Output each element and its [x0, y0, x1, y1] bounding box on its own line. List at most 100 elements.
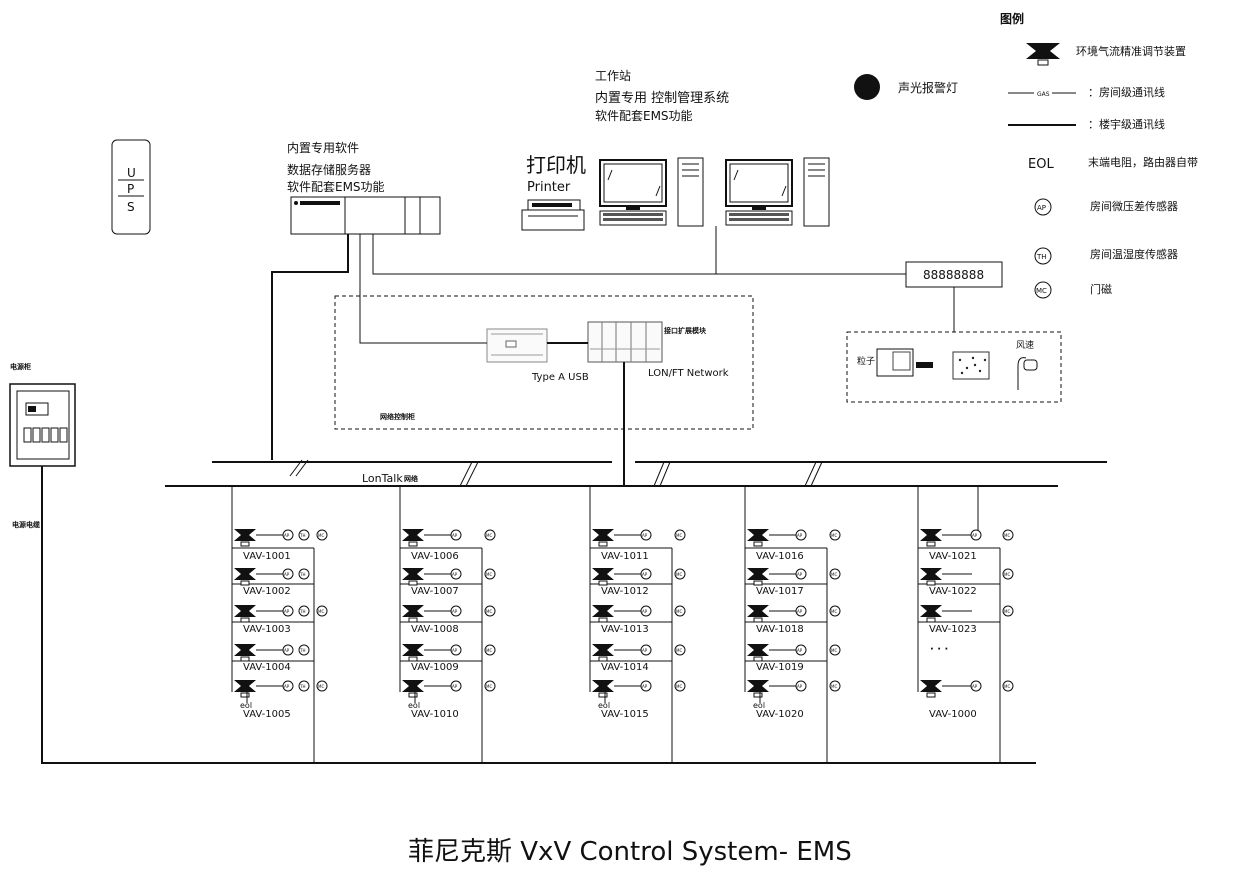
pressure-sensor-icon: AP	[450, 568, 462, 580]
door-contact-icon: MC	[484, 568, 496, 580]
legend: 图例 环境气流精准调节装置 GAS ：房间级通讯线 ：楼宇级通讯线 EOL 末端…	[1000, 11, 1198, 299]
temp-humidity-sensor-icon: TH	[298, 605, 310, 617]
svg-text:MC: MC	[831, 572, 837, 577]
damper-icon	[920, 605, 942, 623]
svg-text:AP: AP	[642, 648, 648, 653]
lon-network-label: LON/FT Network	[648, 368, 729, 379]
vav-tag-label: VAV-1023	[929, 624, 977, 635]
vav-tag-label: VAV-1013	[601, 624, 649, 635]
damper-icon	[920, 529, 942, 547]
svg-text:AP: AP	[452, 648, 458, 653]
door-contact-icon: MC	[484, 605, 496, 617]
svg-text:AP: AP	[452, 609, 458, 614]
wind-speed-sensor-icon	[1017, 357, 1038, 390]
damper-icon	[920, 568, 942, 586]
vav-tag-label: VAV-1007	[411, 586, 459, 597]
svg-text:MC: MC	[486, 572, 492, 577]
svg-text:MC: MC	[486, 684, 492, 689]
svg-text:AP: AP	[1037, 204, 1046, 212]
damper-icon	[1026, 43, 1060, 66]
svg-text:TH: TH	[299, 533, 305, 538]
svg-text:MC: MC	[318, 684, 324, 689]
svg-text:MC: MC	[486, 648, 492, 653]
pressure-sensor-icon: AP	[450, 529, 462, 541]
vav-tag-label: VAV-1014	[601, 662, 649, 673]
svg-text:AP: AP	[452, 572, 458, 577]
svg-text:S: S	[127, 200, 135, 214]
svg-text:MC: MC	[831, 684, 837, 689]
printer-label-cn: 打印机	[526, 153, 586, 177]
damper-icon	[747, 568, 769, 586]
svg-text:MC: MC	[676, 533, 682, 538]
svg-text:AP: AP	[972, 684, 978, 689]
pressure-sensor-icon: AP	[1034, 198, 1052, 216]
vav-tag-label: VAV-1021	[929, 551, 977, 562]
svg-text:MC: MC	[831, 648, 837, 653]
door-contact-icon: MC	[1002, 680, 1014, 692]
server-line2: 数据存储服务器	[287, 162, 371, 177]
pressure-sensor-icon: AP	[795, 680, 807, 692]
pressure-sensor-icon: AP	[282, 568, 294, 580]
legend-pressure-label: 房间微压差传感器	[1090, 199, 1178, 213]
printer-label-en: Printer	[527, 180, 571, 195]
pressure-sensor-icon: AP	[640, 644, 652, 656]
vav-tag-label: VAV-1004	[243, 662, 291, 673]
svg-text:TH: TH	[299, 648, 305, 653]
door-contact-icon: MC	[829, 644, 841, 656]
svg-text:AP: AP	[642, 609, 648, 614]
pressure-sensor-icon: AP	[640, 529, 652, 541]
vav-tag-label: VAV-1001	[243, 551, 291, 562]
diagram-caption: 菲尼克斯 VxV Control System- EMS	[408, 837, 852, 867]
legend-damper-label: 环境气流精准调节装置	[1076, 44, 1186, 58]
svg-text:MC: MC	[1004, 684, 1010, 689]
pressure-sensor-icon: AP	[970, 529, 982, 541]
svg-text:MC: MC	[486, 533, 492, 538]
door-contact-icon: MC	[829, 529, 841, 541]
wind-label: 风速	[1016, 340, 1034, 351]
damper-icon	[592, 644, 614, 662]
power-cable-label: 电源电缆	[12, 520, 40, 529]
pressure-sensor-icon: AP	[450, 644, 462, 656]
legend-floor-bus-label: ：楼宇级通讯线	[1088, 117, 1165, 131]
pressure-sensor-icon: AP	[640, 568, 652, 580]
lontalk-network	[165, 459, 1107, 487]
svg-text:MC: MC	[676, 572, 682, 577]
vav-tag-label: VAV-1022	[929, 586, 977, 597]
power-cable-line	[41, 466, 1036, 764]
server-rack-icon	[290, 196, 441, 235]
svg-text:TH: TH	[1036, 253, 1047, 261]
damper-icon	[747, 529, 769, 547]
svg-text:MC: MC	[318, 533, 324, 538]
svg-text:TH: TH	[299, 609, 305, 614]
damper-icon	[234, 568, 256, 586]
door-contact-icon: MC	[1034, 281, 1052, 299]
door-contact-icon: MC	[674, 568, 686, 580]
door-contact-icon: MC	[484, 529, 496, 541]
damper-icon	[747, 605, 769, 623]
door-contact-icon: MC	[674, 605, 686, 617]
network-cabinet-frame	[334, 295, 754, 430]
usb-label: Type A USB	[531, 372, 589, 383]
legend-room-bus-label: ：房间级通讯线	[1088, 85, 1165, 99]
expansion-module-label: 接口扩展模块	[664, 326, 707, 335]
vav-tag-label: VAV-1010	[411, 709, 459, 720]
damper-icon	[592, 568, 614, 586]
svg-text:MC: MC	[486, 609, 492, 614]
vav-tag-label: VAV-1017	[756, 586, 804, 597]
eol-text-icon: EOL	[1028, 157, 1054, 172]
door-contact-icon: MC	[829, 568, 841, 580]
eol-label: eol	[598, 701, 610, 710]
damper-icon	[402, 529, 424, 547]
damper-icon	[592, 680, 614, 698]
upper-connections	[271, 226, 955, 486]
workstation-pc-2-icon	[725, 157, 830, 227]
damper-icon	[402, 644, 424, 662]
vav-tag-label: VAV-1012	[601, 586, 649, 597]
svg-text:AP: AP	[452, 533, 458, 538]
door-contact-icon: MC	[674, 529, 686, 541]
damper-icon	[920, 680, 942, 698]
